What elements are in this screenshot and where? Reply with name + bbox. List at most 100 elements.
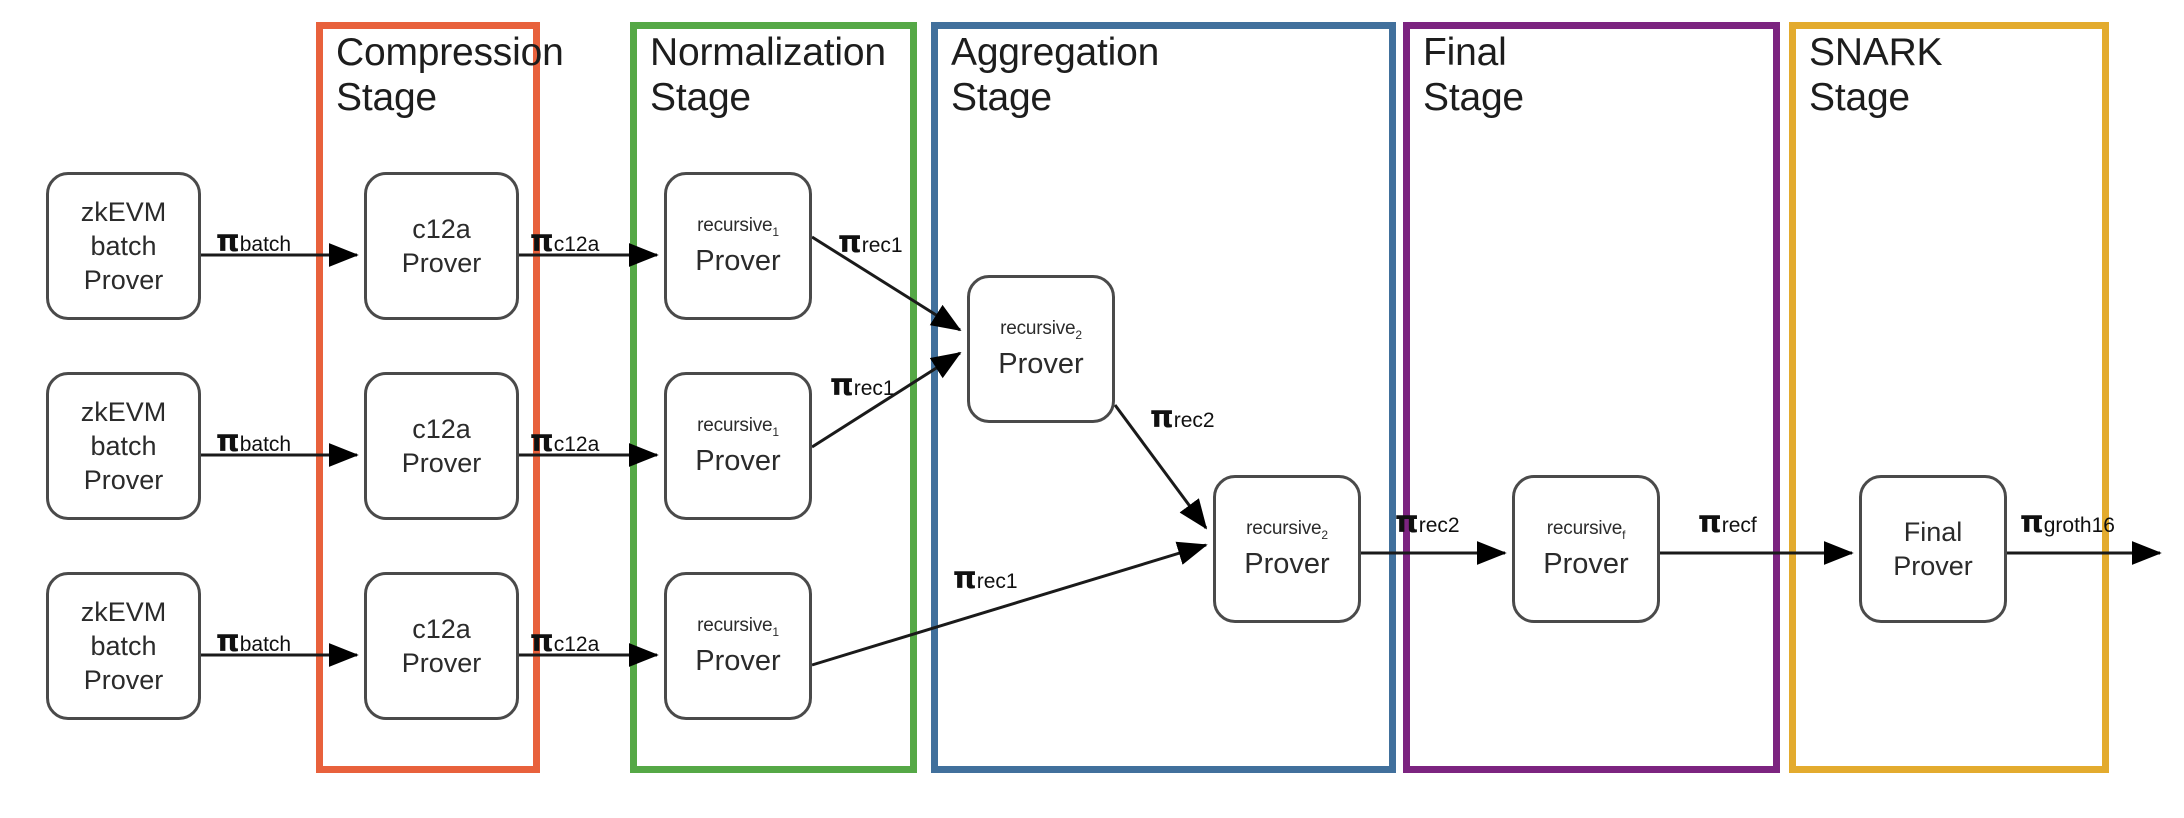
pi-subscript: groth16 [2043,514,2115,537]
edge-label-pi-batch-2: πbatch [216,424,291,459]
node-subtype-text: recursive [1246,518,1322,540]
pi-subscript: rec2 [1418,514,1460,537]
pi-symbol: π [1698,505,1722,540]
node-label-line: Prover [401,448,482,478]
pi-subscript: batch [239,433,292,456]
node-subtype-index: 2 [1321,527,1328,542]
node-subtype-text: recursive [697,615,773,637]
node-subtype-index: f [1622,527,1626,542]
pi-symbol: π [1150,400,1174,435]
node-label-line: zkEVM [80,197,167,227]
node-label-line: batch [90,431,157,461]
stage-box-compression [316,22,540,773]
node-label-line: Prover [83,265,164,295]
node-label-main: Prover [1244,547,1330,580]
pi-symbol: π [1395,505,1419,540]
stage-title-aggregation: Aggregation Stage [951,31,1160,119]
node-label-line: c12a [412,214,471,244]
pi-symbol: π [838,225,862,260]
node-label-line: zkEVM [80,597,167,627]
pi-symbol: π [530,424,554,459]
edge-label-pi-rec1-c: πrec1 [953,561,1018,596]
pi-symbol: π [216,424,240,459]
node-label-subtype: recursive2 [1000,317,1082,347]
pi-subscript: rec1 [861,234,903,257]
node-label-line: batch [90,231,157,261]
node-subtype-text: recursive [697,415,773,437]
edge-label-pi-recf: πrecf [1698,505,1757,540]
pi-subscript: c12a [553,633,600,656]
pi-subscript: recf [1721,514,1757,537]
node-subtype-index: 1 [772,624,779,639]
pi-subscript: batch [239,633,292,656]
node-subtype-text: recursive [1000,318,1076,340]
node-subtype-text: recursive [1546,518,1623,540]
node-subtype-text: recursive [697,215,773,237]
pi-symbol: π [830,368,854,403]
edge-label-pi-c12a-2: πc12a [530,424,599,459]
node-label-line: Prover [1893,551,1973,581]
edge-label-pi-c12a-1: πc12a [530,224,599,259]
node-label-main: Prover [1543,547,1629,580]
edge-label-pi-c12a-3: πc12a [530,624,599,659]
pi-subscript: c12a [553,233,600,256]
pi-symbol: π [2020,505,2044,540]
edge-label-pi-batch-3: πbatch [216,624,291,659]
edge-label-pi-groth16: πgroth16 [2020,505,2115,540]
node-label-main: Prover [695,644,781,677]
stage-title-snark: SNARK Stage [1809,31,1943,119]
pi-symbol: π [953,561,977,596]
pi-subscript: rec2 [1173,409,1215,432]
pi-symbol: π [530,224,554,259]
node-label-subtype: recursive1 [697,414,779,444]
edge-label-pi-rec1-a: πrec1 [838,225,903,260]
node-label-line: Prover [83,665,164,695]
node-label-subtype: recursive1 [697,614,779,644]
node-label-subtype: recursive2 [1246,517,1328,547]
node-label-main: Prover [695,244,781,277]
pi-symbol: π [216,624,240,659]
pi-symbol: π [216,224,240,259]
pi-subscript: rec1 [853,377,895,400]
pi-subscript: rec1 [976,570,1018,593]
node-label-main: Prover [695,444,781,477]
pi-subscript: c12a [553,433,600,456]
pi-symbol: π [530,624,554,659]
node-subtype-index: 2 [1075,327,1082,342]
node-label-line: Prover [401,648,482,678]
node-subtype-index: 1 [772,224,779,239]
node-label-line: zkEVM [80,397,167,427]
stage-title-normalization: Normalization Stage [650,31,886,119]
edge-label-pi-rec1-b: πrec1 [830,368,895,403]
stage-box-snark [1789,22,2109,773]
edge-label-pi-rec2-b: πrec2 [1395,505,1460,540]
node-label-line: Prover [401,248,482,278]
node-subtype-index: 1 [772,424,779,439]
node-label-subtype: recursivef [1546,517,1626,547]
node-label-line: c12a [412,414,471,444]
node-label-line: Prover [83,465,164,495]
node-label-line: Final [1903,517,1963,547]
node-label-subtype: recursive1 [697,214,779,244]
stage-box-final [1403,22,1780,773]
node-label-line: c12a [412,614,471,644]
node-label-line: batch [90,631,157,661]
stage-title-final: Final Stage [1423,31,1524,119]
edge-label-pi-batch-1: πbatch [216,224,291,259]
stage-title-compression: Compression Stage [336,31,564,119]
pi-subscript: batch [239,233,292,256]
